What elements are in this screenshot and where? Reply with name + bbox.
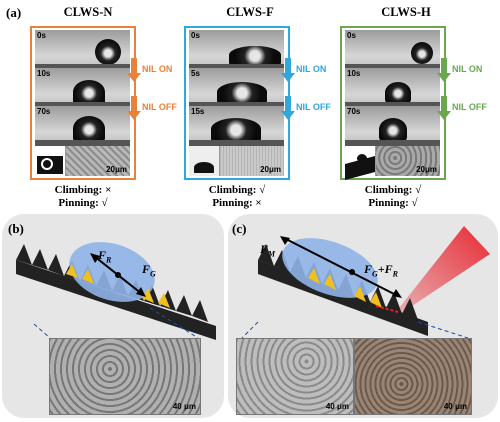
- droplet: [385, 82, 411, 103]
- schematic-b: [16, 242, 216, 340]
- laser-beam: [388, 226, 490, 322]
- time-label: 10s: [347, 69, 361, 78]
- scale-label: 20μm: [416, 165, 437, 174]
- micrograph-n: 20μm: [35, 146, 130, 176]
- panel-clws-n: 0s 10s 70s 20μm: [30, 26, 136, 180]
- micrograph-c-left: 40 μm: [236, 338, 354, 415]
- force-r-label: FR: [98, 248, 112, 265]
- time-label: 5s: [191, 69, 200, 78]
- micrograph-b: 40 μm: [49, 338, 201, 415]
- scale-label: 40 μm: [325, 402, 349, 411]
- panel-label-c: (c): [232, 221, 247, 236]
- micrograph-c-right: 40 μm: [354, 338, 472, 415]
- nil-arrows: [127, 58, 451, 120]
- arrow-h: [437, 58, 451, 120]
- panel-clws-f: 0s 5s 15s 20μm: [184, 26, 290, 180]
- scale-label: 20μm: [106, 165, 127, 174]
- droplet: [379, 118, 407, 141]
- frame-n-3: 70s: [35, 106, 130, 149]
- droplet-shape: [282, 238, 378, 298]
- micrograph-h: 20μm: [345, 146, 440, 181]
- force-gr-label: FG+FR: [364, 262, 398, 279]
- climbing-label: Climbing: ×: [54, 184, 112, 196]
- pinning-label: Pinning: √: [58, 196, 108, 209]
- arrow-n: [127, 58, 141, 120]
- arrow-f: [281, 58, 295, 120]
- schematic-c: [241, 226, 490, 339]
- force-line: [283, 237, 399, 297]
- panel-label-a: (a): [6, 5, 22, 20]
- nil-on-n: NIL ON: [142, 64, 173, 74]
- droplet: [73, 116, 105, 141]
- droplet: [411, 42, 433, 64]
- force-m-label: FM: [260, 242, 276, 259]
- scale-label: 40 μm: [443, 402, 467, 411]
- column-title-h: CLWS-H: [381, 5, 431, 19]
- panel-label-b: (b): [8, 221, 24, 236]
- nil-on-h: NIL ON: [452, 64, 483, 74]
- climbing-label: Climbing: √: [364, 184, 422, 196]
- force-g-label: FG: [142, 262, 156, 279]
- time-label: 70s: [347, 107, 361, 116]
- droplet: [217, 82, 267, 102]
- state-h: Climbing: √ Pinning: √: [328, 184, 458, 209]
- column-title-n: CLWS-N: [63, 5, 113, 19]
- state-f: Climbing: √ Pinning: ×: [172, 184, 302, 209]
- droplet: [95, 39, 121, 65]
- droplet: [229, 46, 281, 64]
- time-label: 15s: [191, 107, 205, 116]
- column-title-f: CLWS-F: [226, 5, 274, 19]
- pinning-label: Pinning: ×: [212, 196, 262, 209]
- droplet: [73, 80, 105, 104]
- panel-clws-h: 0s 10s 70s 20μm: [340, 26, 446, 181]
- time-label: 10s: [37, 69, 51, 78]
- time-label: 0s: [37, 31, 46, 40]
- time-label: 70s: [37, 107, 51, 116]
- nil-off-h: NIL OFF: [452, 102, 487, 112]
- pinning-label: Pinning: √: [368, 196, 418, 209]
- climbing-label: Climbing: √: [208, 184, 266, 196]
- time-label: 0s: [191, 31, 200, 40]
- nil-off-f: NIL OFF: [296, 102, 331, 112]
- frame-f-3: 15s: [189, 106, 284, 149]
- state-n: Climbing: × Pinning: √: [18, 184, 148, 209]
- nil-on-f: NIL ON: [296, 64, 327, 74]
- micrograph-f: 20μm: [189, 146, 284, 176]
- scale-label: 20μm: [260, 165, 281, 174]
- frame-h-3: 70s: [345, 106, 440, 149]
- time-label: 0s: [347, 31, 356, 40]
- scale-label: 40 μm: [172, 402, 196, 411]
- droplet: [211, 118, 261, 140]
- nil-off-n: NIL OFF: [142, 102, 177, 112]
